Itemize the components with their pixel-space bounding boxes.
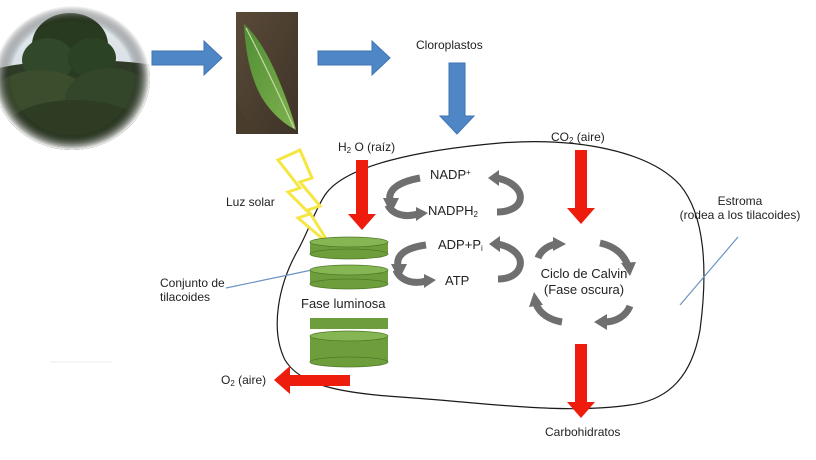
- nadp-text: NADP: [430, 167, 467, 182]
- adp-subscript: i: [481, 244, 483, 253]
- nadp-label: NADP+: [430, 167, 471, 183]
- lightning-bolt-icon: [275, 148, 332, 247]
- atp-cycle-arrows: [391, 236, 524, 288]
- red-arrow-co2-down: [567, 150, 595, 224]
- red-arrow-water-down: [348, 160, 376, 230]
- thylakoid-disc: [309, 236, 389, 260]
- thylakoid-set-label: Conjunto de tilacoides: [160, 276, 225, 304]
- stroma-line2: (rodea a los tilacoides): [679, 208, 801, 222]
- thylakoid-set-line1: Conjunto de: [160, 276, 225, 290]
- red-arrow-carbohydrates-down: [567, 344, 595, 418]
- nadph-subscript: 2: [473, 210, 478, 219]
- thylakoid-disc: [309, 264, 389, 290]
- blue-arrow-leaf-to-chloroplasts: [317, 39, 391, 77]
- oxygen-subscript: 2: [230, 379, 235, 388]
- co2-rest-text: (aire): [573, 130, 605, 144]
- calvin-cycle-label: Ciclo de Calvin (Fase oscura): [532, 266, 636, 298]
- nadp-cycle-arrows: [383, 170, 524, 221]
- water-text: H: [338, 140, 347, 154]
- blue-arrow-tree-to-leaf: [151, 39, 223, 77]
- chloroplasts-label: Cloroplastos: [416, 38, 483, 52]
- calvin-line2: (Fase oscura): [543, 282, 625, 297]
- atp-text: ATP: [445, 273, 470, 288]
- blue-arrow-chloroplasts-down: [438, 62, 476, 135]
- calvin-line1: Ciclo de Calvin: [540, 266, 628, 281]
- co2-label: CO2 (aire): [551, 130, 605, 145]
- calvin-cycle-arrows: [529, 237, 636, 330]
- thylakoid-stack: [309, 236, 389, 368]
- atp-label: ATP: [445, 273, 469, 289]
- carbohydrates-text: Carbohidratos: [545, 425, 621, 439]
- stroma-line1: Estroma: [717, 194, 763, 208]
- water-subscript: 2: [346, 146, 352, 155]
- oxygen-text: O: [221, 373, 231, 387]
- light-phase-text: Fase luminosa: [301, 296, 386, 311]
- chloroplast-outline: [276, 141, 705, 410]
- stroma-pointer-line: [679, 236, 739, 306]
- nadph-text: NADPH: [428, 203, 474, 218]
- sunlight-text: Luz solar: [226, 195, 275, 209]
- chloroplasts-text: Cloroplastos: [416, 38, 483, 52]
- leaf-photo: [236, 12, 298, 134]
- co2-subscript: 2: [569, 136, 574, 145]
- nadp-superscript: +: [466, 168, 471, 177]
- light-phase-label: Fase luminosa: [301, 296, 386, 312]
- adp-text: ADP+P: [438, 237, 481, 252]
- thylakoid-set-line2: tilacoides: [160, 290, 211, 304]
- thylakoid-pointer-line: [225, 269, 313, 289]
- thylakoid-disc: [309, 330, 389, 368]
- thylakoid-disc: [310, 318, 388, 329]
- sunlight-label: Luz solar: [226, 195, 275, 209]
- oxygen-label: O2 (aire): [221, 373, 267, 388]
- water-rest-text: O (raíz): [354, 140, 396, 154]
- nadph-label: NADPH2: [428, 203, 478, 219]
- water-label: H2 O (raíz): [338, 140, 396, 155]
- tree-photo: [0, 6, 150, 150]
- co2-text: CO: [551, 130, 569, 144]
- adp-label: ADP+Pi: [438, 237, 483, 253]
- carbohydrates-label: Carbohidratos: [545, 425, 620, 439]
- oxygen-rest-text: (aire): [234, 373, 267, 387]
- red-arrow-oxygen-left: [274, 366, 350, 394]
- stroma-label: Estroma (rodea a los tilacoides): [672, 194, 808, 222]
